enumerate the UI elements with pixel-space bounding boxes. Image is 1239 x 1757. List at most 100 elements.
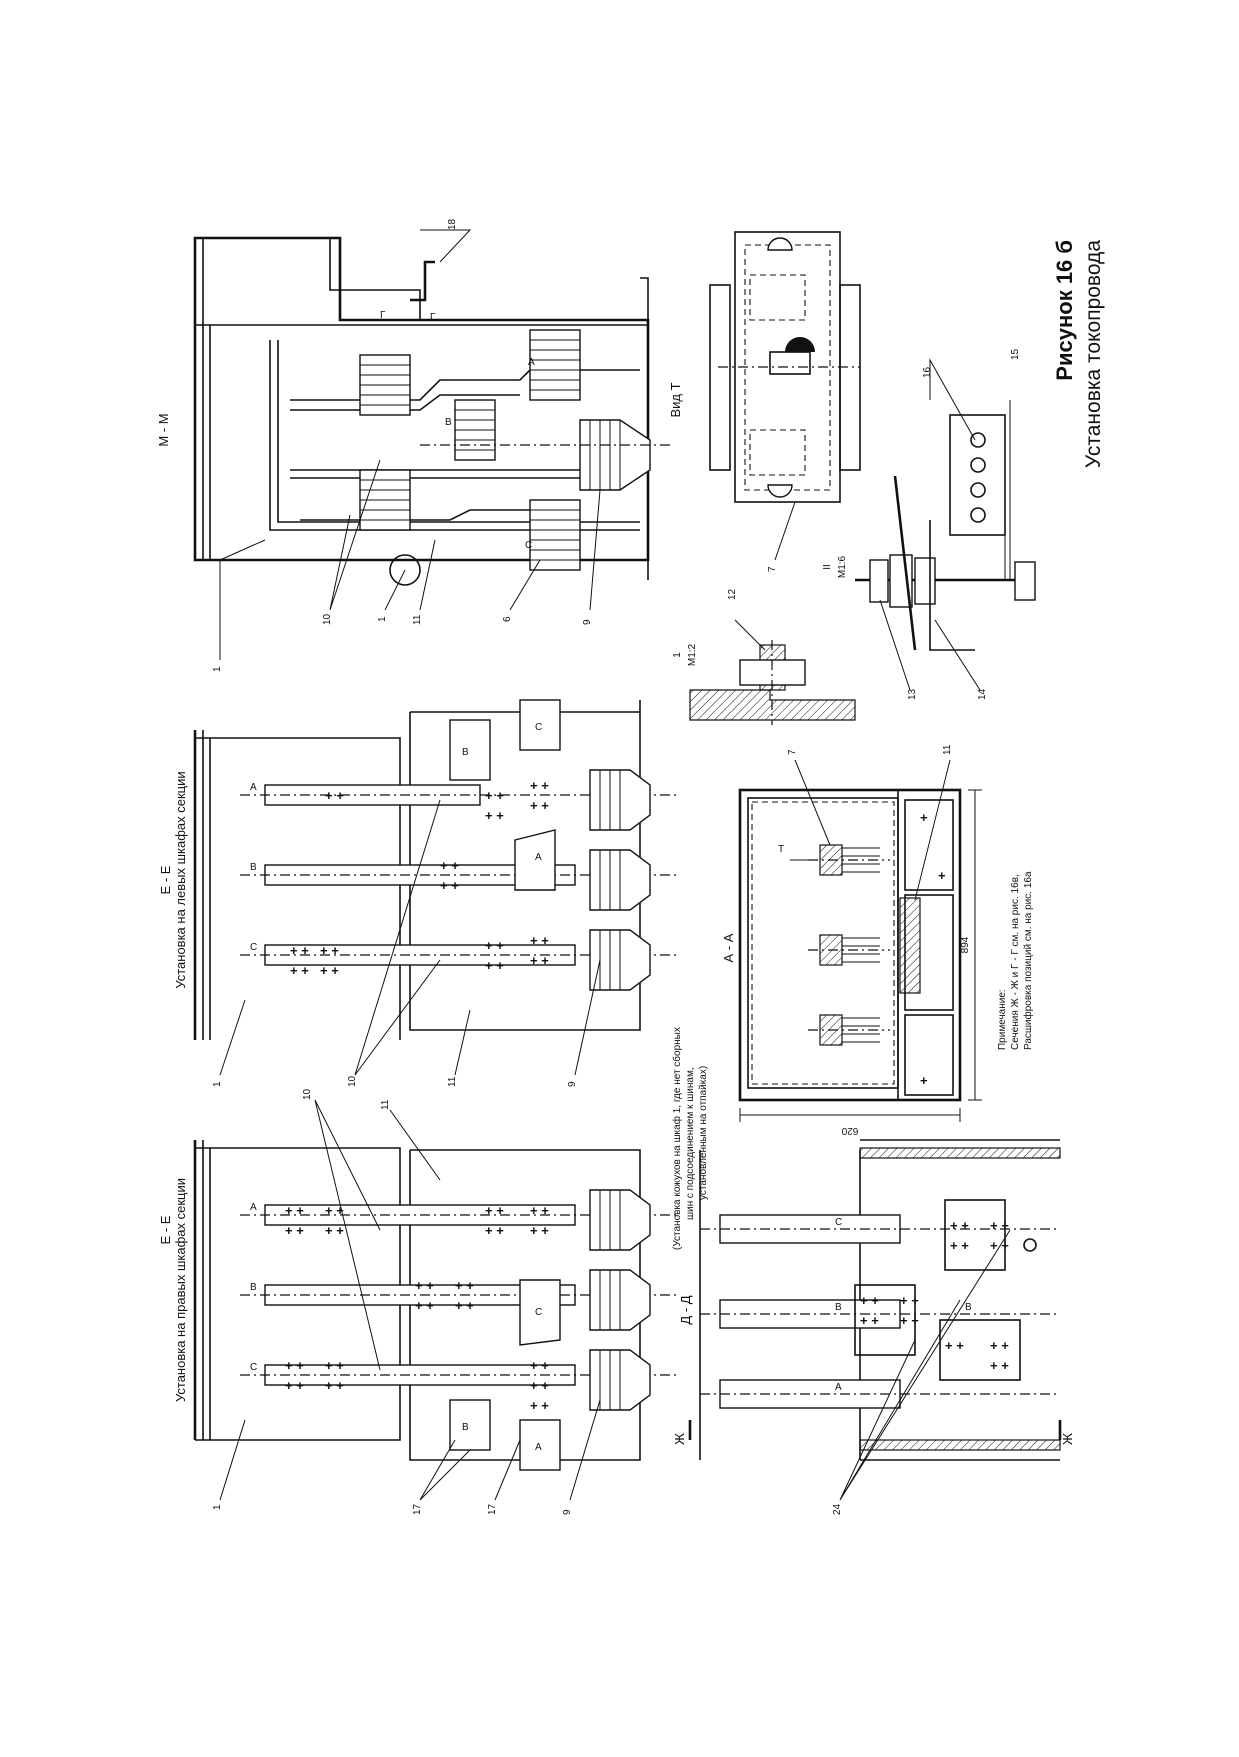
svg-text:+: +: [938, 868, 946, 883]
pos-9-c: 9: [562, 1509, 573, 1515]
ee-right-label-c: С: [250, 1362, 257, 1373]
pos-10-a: 10: [322, 613, 333, 625]
pos-7-b: 7: [787, 749, 798, 755]
remark-block: Примечание: Сечения Ж - Ж и Г - Г см. на…: [997, 871, 1034, 1050]
svg-text:+ +: + +: [945, 1338, 964, 1353]
svg-text:+ +: + +: [320, 943, 339, 958]
pos-12-b: 17: [487, 1503, 498, 1515]
pos-11-a: 11: [412, 614, 423, 625]
pos-18: 18: [447, 218, 458, 230]
remark-line-2: Расшифровка позиций см. на рис. 16а: [1022, 871, 1034, 1050]
svg-text:+ +: + +: [860, 1313, 879, 1328]
svg-text:+ +: + +: [415, 1278, 434, 1293]
svg-text:+ +: + +: [285, 1358, 304, 1373]
svg-text:+ +: + +: [440, 858, 459, 873]
svg-text:+ +: + +: [950, 1218, 969, 1233]
svg-text:+ +: + +: [530, 953, 549, 968]
mm-phase-b: В: [445, 417, 452, 428]
pos-1-c: 1: [212, 1081, 223, 1087]
svg-text:+ +: + +: [440, 878, 459, 893]
view-t-label: Вид Т: [668, 382, 683, 417]
dim-620: 620: [841, 1125, 858, 1136]
pos-13: 12: [727, 588, 738, 600]
mm-phase-c: С: [525, 540, 532, 551]
pos-10-c: 10: [302, 1088, 313, 1100]
housing-note-line-3: установленным на отпайках): [698, 1066, 709, 1200]
svg-text:+ +: + +: [990, 1238, 1009, 1253]
ee-right-subtitle: Установка на правых шкафах секции: [173, 1178, 188, 1402]
pos-1-d: 1: [212, 1504, 223, 1510]
detail-1: 1 М1:2: [672, 640, 856, 725]
dd-zh-right: Ж: [1060, 1433, 1075, 1445]
svg-text:+ +: + +: [860, 1293, 879, 1308]
ee-right-label-a: А: [250, 1202, 257, 1213]
svg-text:+ +: + +: [285, 1203, 304, 1218]
ee-right-box-b: В: [462, 1422, 469, 1433]
ee-left-box-c: С: [535, 722, 542, 733]
view-ee-right: Е - Е Установка на правых шкафах секции …: [158, 1140, 680, 1471]
svg-text:+ +: + +: [290, 963, 309, 978]
detail-2-num: II: [822, 564, 833, 570]
ee-left-subtitle: Установка на левых шкафах секции: [173, 771, 188, 988]
pos-9-a: 9: [582, 619, 593, 625]
view-t: [709, 231, 861, 503]
svg-text:+ +: + +: [950, 1238, 969, 1253]
ee-left-label-c: С: [250, 942, 257, 953]
detail-1-scale: М1:2: [687, 643, 698, 666]
svg-text:+ +: + +: [900, 1313, 919, 1328]
mm-phase-a: А: [528, 357, 535, 368]
svg-text:+ +: + +: [990, 1338, 1009, 1353]
svg-text:+ +: + +: [530, 778, 549, 793]
svg-text:+ +: + +: [415, 1298, 434, 1313]
pos-16: 15: [1010, 348, 1021, 360]
housing-note-line-1: (Установка кожухов на шкаф 1, где нет сб…: [671, 1027, 683, 1250]
dd-label-b-2: В: [965, 1302, 972, 1313]
figure-number: Рисунок 16 б: [1052, 240, 1077, 381]
svg-text:+ +: + +: [530, 798, 549, 813]
detail-2-scale: М1:6: [837, 555, 848, 578]
position-callouts: 1 10 1 11 6 9 18 7 16 15 13 14 12 7 11 1…: [212, 218, 1021, 1515]
dd-label-c: С: [835, 1217, 842, 1228]
view-aa-title: А - А: [721, 933, 736, 962]
pos-15: 14: [977, 688, 988, 700]
pos-7-a: 7: [767, 566, 778, 572]
view-mm: М - М А В С: [156, 236, 683, 586]
svg-text:+ +: + +: [455, 1278, 474, 1293]
svg-text:+: +: [920, 1073, 928, 1088]
svg-text:+ +: + +: [485, 1203, 504, 1218]
svg-text:+ +: + +: [455, 1298, 474, 1313]
svg-text:+ +: + +: [320, 963, 339, 978]
svg-text:+ +: + +: [485, 788, 504, 803]
detail-2: II М1:6: [822, 414, 1036, 651]
svg-text:+ +: + +: [530, 1398, 549, 1413]
remark-title: Примечание:: [997, 989, 1008, 1050]
pos-11-d: 11: [380, 1099, 391, 1110]
detail-1-num: 1: [672, 652, 683, 658]
svg-text:+ +: + +: [325, 1358, 344, 1373]
mm-g-2: Г: [430, 312, 436, 323]
svg-text:+ +: + +: [530, 1203, 549, 1218]
figure-title: Установка токопровода: [1082, 240, 1105, 468]
pos-6: 6: [502, 616, 513, 622]
housing-note: (Установка кожухов на шкаф 1, где нет сб…: [671, 1027, 709, 1250]
view-aa: А - А + + + Т 620 894: [721, 788, 982, 1136]
view-dd: Д - Д + ++ + + ++ + + ++ + + ++ + + ++ +…: [672, 1139, 1075, 1461]
ee-left-label-a: А: [250, 782, 257, 793]
pos-1-a: 1: [212, 666, 223, 672]
ee-left-box-a: А: [535, 852, 542, 863]
dd-zh-left: Ж: [672, 1433, 687, 1445]
view-ee-left: Е - Е Установка на левых шкафах секции +…: [158, 699, 680, 1040]
pos-9-b: 9: [567, 1081, 578, 1087]
ee-right-label-b: В: [250, 1282, 257, 1293]
svg-text:+ +: + +: [990, 1358, 1009, 1373]
svg-text:+ +: + +: [285, 1378, 304, 1393]
svg-text:+ +: + +: [485, 938, 504, 953]
housing-note-line-2: шин с подсоединением к шинам,: [685, 1067, 696, 1220]
svg-text:+ +: + +: [485, 958, 504, 973]
ee-left-title: Е - Е: [158, 865, 173, 894]
pos-14: 13: [907, 688, 918, 700]
figure-caption: Рисунок 16 б Установка токопровода: [1052, 240, 1105, 468]
ee-right-box-c: С: [535, 1307, 542, 1318]
svg-text:+ +: + +: [530, 933, 549, 948]
